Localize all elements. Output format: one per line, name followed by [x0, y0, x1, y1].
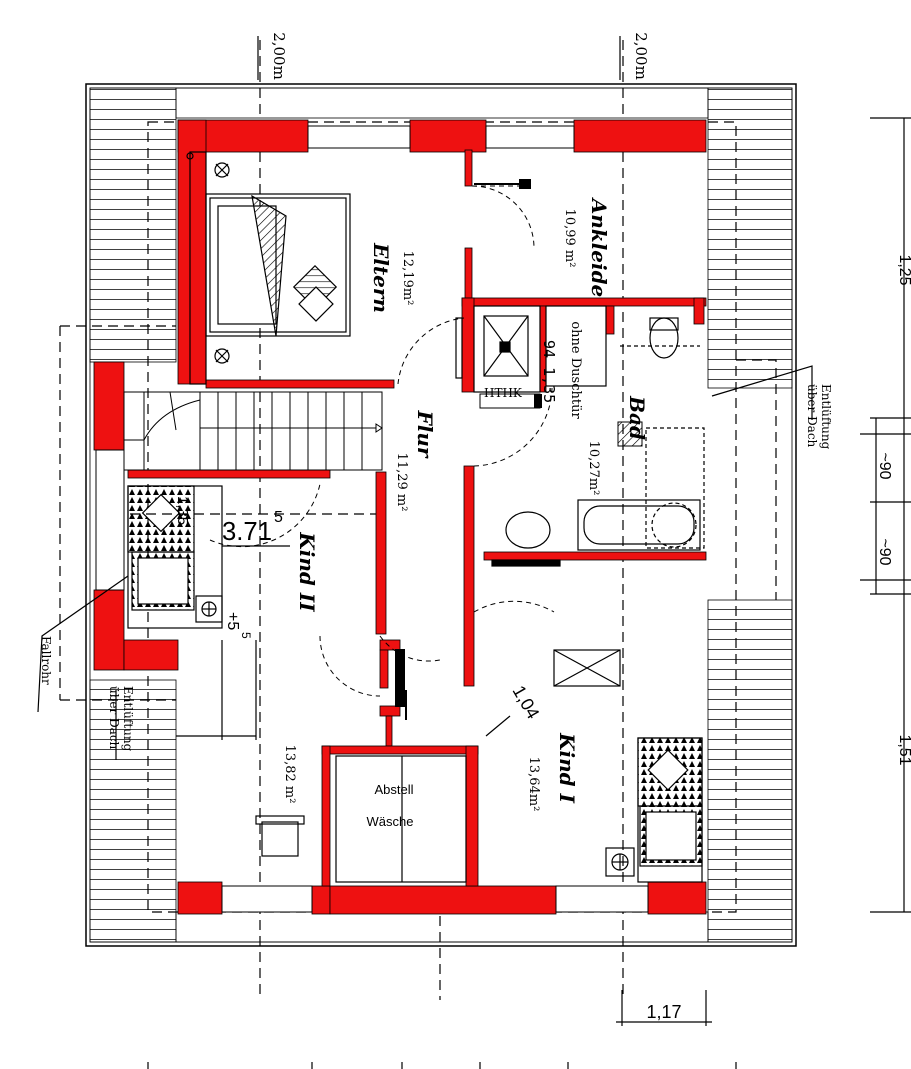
staircase	[123, 391, 383, 471]
dim-right-90-b: ~90	[876, 538, 893, 565]
dim-right-90-a: ~90	[876, 452, 893, 479]
double-bed	[205, 193, 351, 337]
leader-lines	[37, 365, 813, 760]
dim-right-edge-b: 1,51	[896, 734, 911, 765]
bottom-dim-lines	[147, 990, 737, 1069]
label-door-dims: 94 1,35	[540, 340, 558, 403]
ankleide-rod	[474, 179, 531, 189]
labels: 2,00m 2,00m Eltern 12,19m² Ankleide 10,9…	[39, 32, 911, 1022]
radiator-icon	[186, 151, 230, 385]
label-entlueftung-left-2: über Dach	[107, 686, 121, 750]
dim-right-edge-a: 1,25	[896, 254, 911, 285]
dim-stair-width-sup: 5	[274, 509, 283, 526]
dim-small-sup: 5	[239, 632, 253, 639]
dim-top-right: 2,00m	[632, 32, 650, 80]
door-swings	[209, 185, 555, 697]
abstell-room	[335, 755, 467, 883]
room-name-kind2: Kind II	[295, 531, 319, 612]
dim-kind2: 1,35	[174, 496, 191, 525]
label-entlueftung-right-1: Entlüftung	[819, 384, 833, 450]
room-area-eltern: 12,19m²	[400, 251, 415, 306]
room-area-kind1: 13,64m²	[526, 757, 541, 812]
label-htkh: HTHK	[484, 386, 523, 400]
roof-tiles	[89, 87, 793, 943]
dim-stair-width: 3.71	[222, 516, 272, 546]
room-area-flur: 11,29 m²	[394, 453, 409, 512]
right-dim-lines	[860, 117, 911, 913]
dim-top-left: 2,00m	[270, 32, 288, 80]
room-name-flur: Flur	[413, 410, 437, 459]
room-name-eltern: Eltern	[369, 242, 393, 313]
dim-small: +5	[224, 612, 241, 630]
dim-bottom: 1,17	[646, 1002, 681, 1022]
kind2-furniture	[127, 485, 305, 857]
room-area-bad: 10,27m²	[586, 441, 601, 496]
dim-step: 1,04	[509, 682, 544, 722]
windows	[95, 125, 649, 913]
room-area-kind2: 13,82 m²	[282, 745, 297, 804]
door-kind2	[395, 649, 407, 720]
htkh-unit	[479, 393, 542, 409]
room-sub-abstell: Wäsche	[367, 814, 414, 829]
label-ohne-duschtuer: ohne Duschtür	[568, 321, 583, 419]
stair-dim-line	[130, 513, 376, 740]
room-name-kind1: Kind I	[555, 732, 579, 803]
room-name-abstell: Abstell	[374, 782, 413, 797]
kind1-furniture	[553, 649, 703, 883]
room-name-bad: Bad	[625, 395, 649, 440]
room-area-ankleide: 10,99 m²	[562, 209, 577, 268]
room-name-ankleide: Ankleide	[587, 197, 611, 298]
label-entlueftung-left-1: Entlüftung	[121, 686, 135, 752]
walls	[93, 119, 707, 915]
label-entlueftung-right-2: über Dach	[805, 384, 819, 448]
bathroom-fixtures	[455, 305, 705, 567]
label-fallrohr: Fallrohr	[39, 636, 53, 685]
top-dim-lines	[257, 36, 621, 80]
